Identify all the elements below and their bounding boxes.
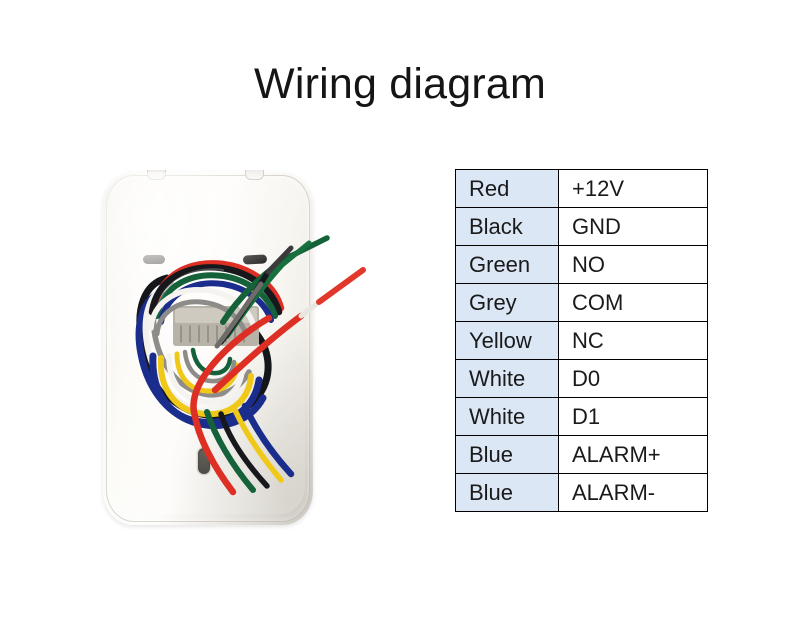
wire-green-lower [190, 347, 233, 376]
wire-bundle [135, 235, 366, 496]
wire-red-lead-tip [316, 267, 366, 305]
wire-black-lead-tip [265, 245, 294, 275]
wire-function-cell: GND [558, 207, 708, 246]
wire-blue-tail [241, 402, 295, 478]
table-row: Red+12V [455, 169, 708, 208]
wire-function-cell: +12V [558, 169, 708, 208]
wire-red-cross [190, 314, 273, 420]
wire-blue-arc [158, 280, 274, 325]
wire-yellow-tail [232, 407, 284, 483]
wire-grey-lead [214, 281, 264, 349]
wire-red-tail [191, 412, 237, 496]
wire-function-cell: NC [558, 321, 708, 360]
wire-color-cell: Blue [455, 473, 559, 512]
device-photo [95, 160, 366, 535]
wire-function-cell: D0 [558, 359, 708, 398]
wire-black-tail [218, 411, 270, 489]
wire-sheen [156, 268, 224, 311]
wire-color-cell: Red [455, 169, 559, 208]
wire-green-arc [154, 272, 278, 319]
wire-function-cell: ALARM+ [558, 435, 708, 474]
wire-color-cell: White [455, 397, 559, 436]
wire-white-lower [166, 353, 245, 405]
wire-green-lead-a [220, 253, 294, 325]
wire-red-lead-strip [298, 299, 322, 319]
wire-function-cell: ALARM- [558, 473, 708, 512]
wire-blue-lower [149, 352, 263, 426]
wire-color-cell: White [455, 359, 559, 398]
wire-color-cell: Blue [455, 435, 559, 474]
wire-red-lead [211, 312, 305, 394]
wire-color-cell: Green [455, 245, 559, 284]
page-title: Wiring diagram [254, 59, 546, 108]
wire-green-lead-b-tip [278, 240, 312, 269]
wire-black-arc [148, 264, 283, 316]
wire-function-cell: COM [558, 283, 708, 322]
wire-function-cell: NO [558, 245, 708, 284]
wire-color-cell: Yellow [455, 321, 559, 360]
wire-function-cell: D1 [558, 397, 708, 436]
wire-color-cell: Grey [455, 283, 559, 322]
wire-green-tail [204, 409, 256, 493]
wire-color-cell: Black [455, 207, 559, 246]
